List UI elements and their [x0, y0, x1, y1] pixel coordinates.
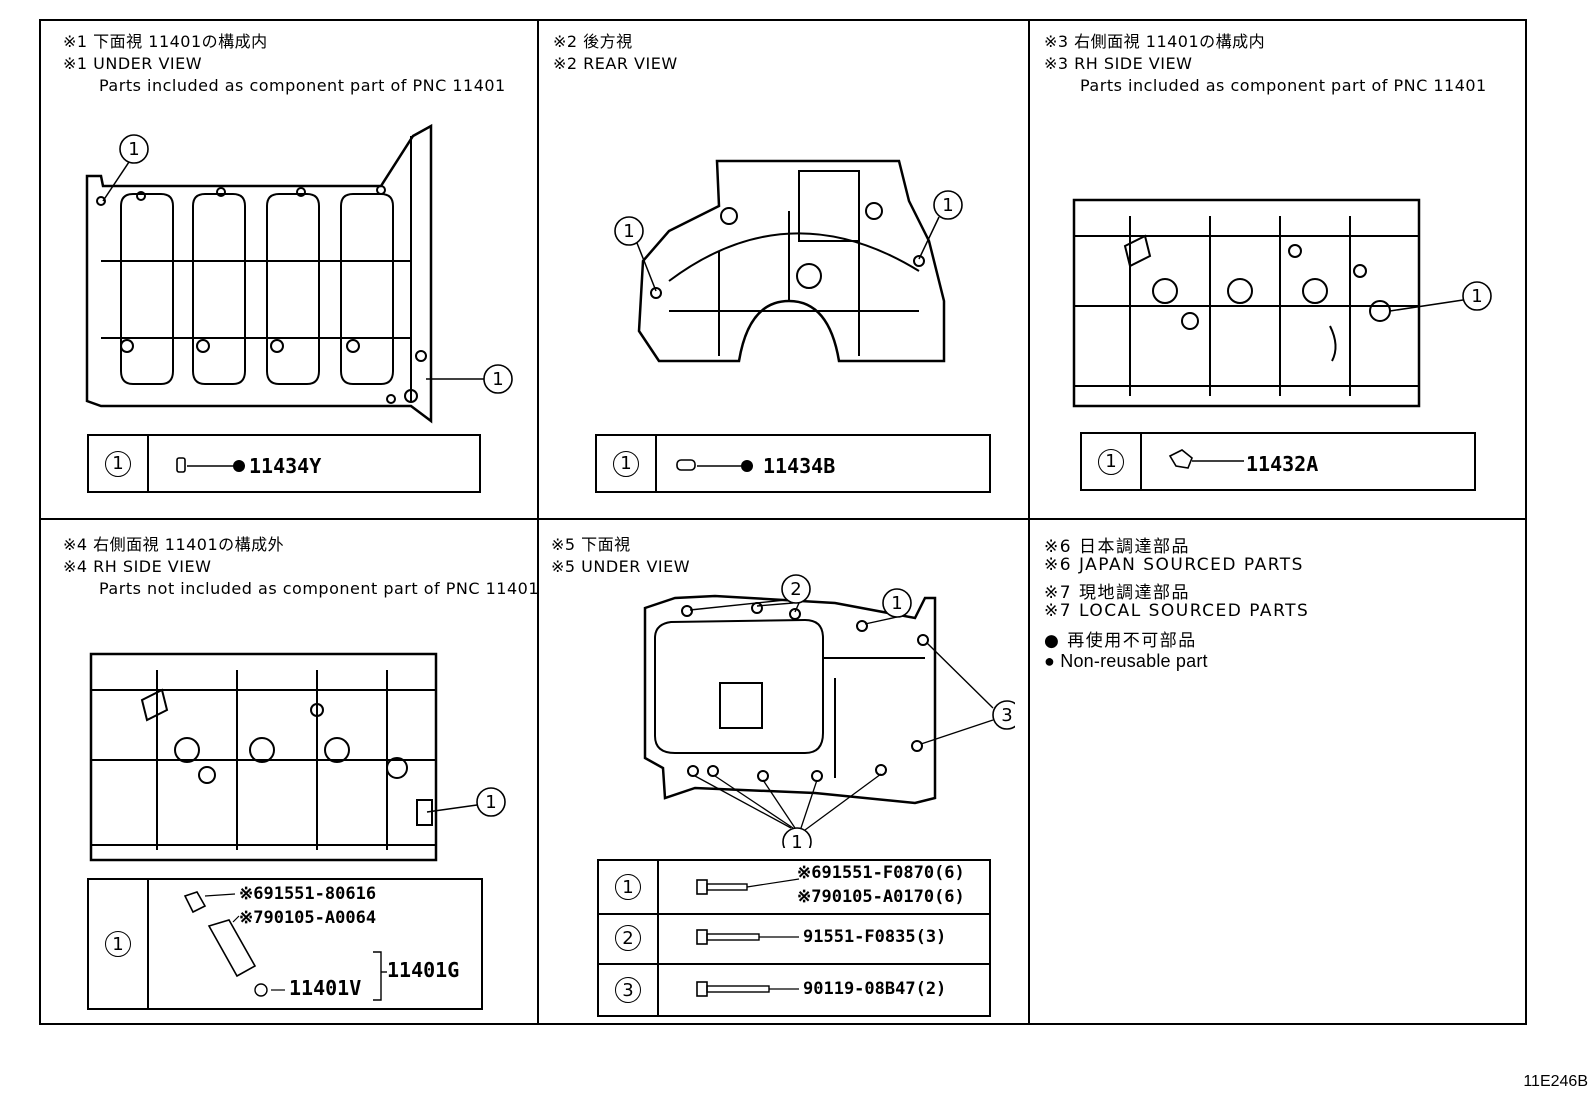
legend-row: 2 91551-F0835(3) — [599, 913, 989, 965]
parts-legend: 1 11432A — [1080, 432, 1476, 491]
note-line: ※7 LOCAL SOURCED PARTS — [1044, 601, 1310, 621]
panel-under-view-5: ※5 下面視 ※5 UNDER VIEW 2 1 3 — [539, 520, 1028, 1023]
part-number[interactable]: 90119-08B47(2) — [803, 979, 947, 999]
legend-index: 1 — [1098, 448, 1124, 475]
callout-number: 1 — [485, 792, 496, 813]
parts-legend: 1 ※691551-F0870(6) ※790105-A0170(6) 2 91… — [597, 859, 991, 1017]
note-line: ● Non-reusable part — [1044, 651, 1208, 671]
dowel-pin-icon — [676, 459, 753, 472]
legend-index: 2 — [615, 925, 641, 951]
panel-title-en: ※4 RH SIDE VIEW — [63, 557, 212, 576]
parts-legend: 1 11434Y — [87, 434, 481, 493]
legend-index: 1 — [613, 450, 639, 477]
panel-title-jp: ※4 右側面視 11401の構成外 — [63, 535, 285, 554]
grid-divider — [1028, 21, 1030, 1023]
legend-index: 1 — [105, 450, 131, 477]
note-line: ● 再使用不可部品 — [1044, 631, 1197, 651]
figure-code: 11E246B — [1523, 1073, 1588, 1090]
callout-number: 1 — [492, 369, 503, 390]
panel-title-en: ※2 REAR VIEW — [553, 54, 678, 73]
oil-jet-icon — [1168, 449, 1244, 469]
panel-title-jp: ※1 下面視 11401の構成内 — [63, 32, 268, 51]
part-number[interactable]: ※790105-A0170(6) — [797, 887, 965, 907]
callout-number: 1 — [891, 593, 902, 614]
part-number[interactable]: 11434Y — [249, 454, 322, 478]
callout-number: 1 — [942, 195, 953, 216]
part-number[interactable]: 11401V — [289, 976, 362, 1000]
engine-block-rh-side-drawing: 1 — [1072, 198, 1492, 408]
parts-legend: 1 11434B — [595, 434, 991, 493]
part-number[interactable]: 11401G — [387, 958, 460, 982]
callout-number: 1 — [791, 832, 802, 848]
note-line: ※6 JAPAN SOURCED PARTS — [1044, 555, 1304, 575]
dowel-pin-icon — [176, 457, 245, 473]
panel-title-en: ※1 UNDER VIEW — [63, 54, 203, 73]
panel-title-en: ※3 RH SIDE VIEW — [1044, 54, 1193, 73]
panel-title-jp: ※5 下面視 — [551, 535, 631, 554]
part-number[interactable]: 91551-F0835(3) — [803, 927, 947, 947]
panel-rh-side-view-included: ※3 右側面視 11401の構成内 ※3 RH SIDE VIEW Parts … — [1030, 21, 1525, 518]
oil-pan-under-view-drawing: 2 1 3 1 — [643, 574, 1015, 848]
note-line: ※7 現地調達部品 — [1044, 583, 1190, 603]
engine-block-under-view-drawing: 1 1 — [85, 123, 513, 424]
callout-number: 1 — [128, 139, 139, 160]
callout-number: 3 — [1001, 705, 1012, 726]
legend-index: 1 — [615, 874, 641, 900]
panel-rh-side-view-not-included: ※4 右側面視 11401の構成外 ※4 RH SIDE VIEW Parts … — [41, 520, 540, 1023]
part-number[interactable]: ※691551-F0870(6) — [797, 863, 965, 883]
legend-index: 3 — [615, 977, 641, 1003]
bolt-icon — [696, 929, 799, 945]
callout-number: 2 — [790, 579, 801, 600]
panel-title-jp: ※3 右側面視 11401の構成内 — [1044, 32, 1266, 51]
panel-title-en: ※5 UNDER VIEW — [551, 557, 691, 576]
panel-title-jp: ※2 後方視 — [553, 32, 633, 51]
panel-under-view-1: ※1 下面視 11401の構成内 ※1 UNDER VIEW Parts inc… — [41, 21, 537, 518]
grid-divider — [537, 21, 539, 1023]
part-number[interactable]: ※790105-A0064 — [239, 908, 377, 928]
panel-rear-view: ※2 後方視 ※2 REAR VIEW 1 1 1 — [539, 21, 1028, 518]
parts-legend: 1 ※691551-80616 ※790105-A0064 11401V 114… — [87, 878, 483, 1010]
bracket-icon — [373, 951, 387, 1001]
engine-block-rh-side-drawing: 1 — [89, 652, 506, 862]
bolt-icon — [696, 981, 799, 997]
legend-index: 1 — [105, 931, 131, 957]
diagram-sheet: ※1 下面視 11401の構成内 ※1 UNDER VIEW Parts inc… — [39, 19, 1527, 1025]
part-number[interactable]: 11432A — [1246, 452, 1319, 476]
panel-subtitle: Parts included as component part of PNC … — [1080, 76, 1487, 95]
panel-notes: ※6 日本調達部品 ※6 JAPAN SOURCED PARTS ※7 現地調達… — [1030, 520, 1525, 1023]
legend-row: 1 ※691551-F0870(6) ※790105-A0170(6) — [599, 861, 989, 915]
panel-subtitle: Parts not included as component part of … — [99, 579, 540, 598]
callout-number: 1 — [1471, 286, 1482, 307]
part-number[interactable]: 11434B — [763, 454, 836, 478]
knock-sensor-icon — [183, 891, 285, 997]
callout-number: 1 — [623, 221, 634, 242]
bolt-icon — [696, 878, 800, 895]
legend-row: 3 90119-08B47(2) — [599, 963, 989, 1017]
engine-block-rear-view-drawing: 1 1 — [614, 159, 963, 363]
note-line: ※6 日本調達部品 — [1044, 537, 1190, 557]
panel-subtitle: Parts included as component part of PNC … — [99, 76, 506, 95]
part-number[interactable]: ※691551-80616 — [239, 884, 377, 904]
grid-divider — [41, 518, 1525, 520]
